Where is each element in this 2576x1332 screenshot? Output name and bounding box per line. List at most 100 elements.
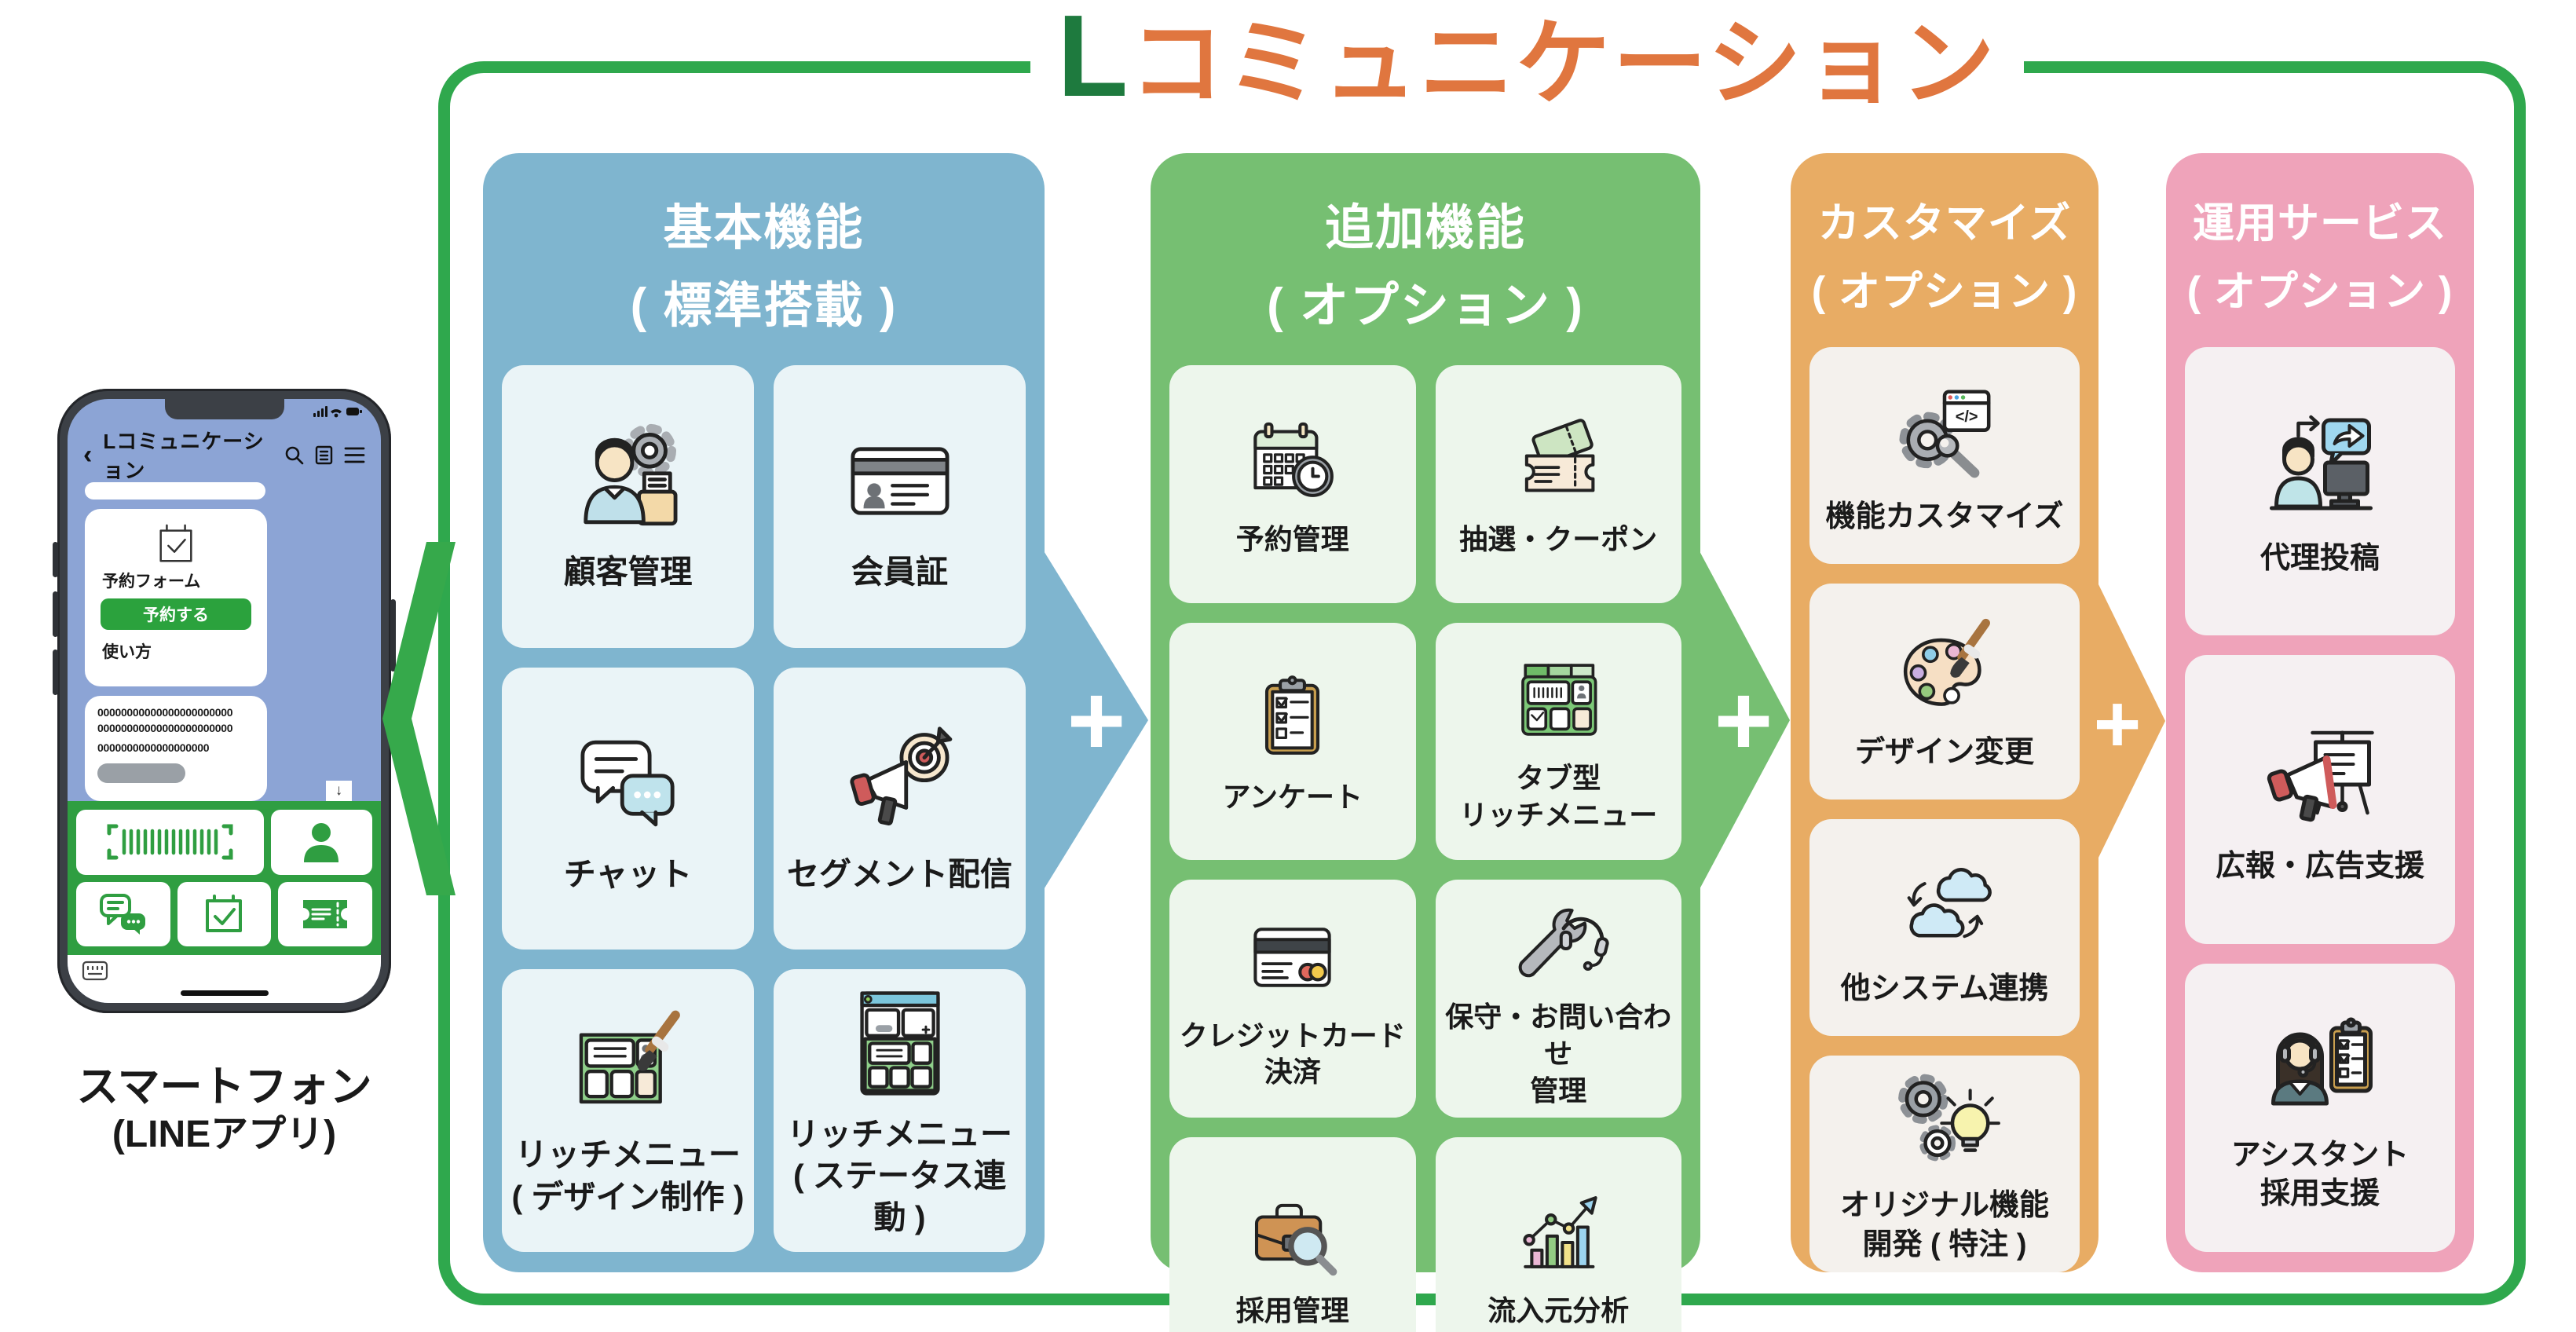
membership-card-icon xyxy=(837,420,963,542)
phone-caption: スマートフォン (LINEアプリ) xyxy=(30,1062,419,1156)
analytics-icon xyxy=(1506,1181,1612,1283)
ticket-icon xyxy=(303,899,348,928)
cell-label: リッチメニュー ( ステータス連動 ) xyxy=(787,1115,1012,1236)
caption-line2: (LINEアプリ) xyxy=(112,1113,337,1155)
message-text-2: 0000000000000000000 xyxy=(97,741,210,755)
cell-label: チャット xyxy=(563,855,693,892)
cell-label: 保守・お問い合わせ 管理 xyxy=(1445,1001,1672,1107)
feature-cell-membership-card: 会員証 xyxy=(774,365,1026,648)
survey-icon xyxy=(1239,668,1345,770)
home-indicator[interactable] xyxy=(180,990,269,996)
form-title: 予約フォーム xyxy=(102,573,201,591)
phone-notch xyxy=(164,399,284,419)
cell-label: 予約管理 xyxy=(1235,523,1349,556)
reservation-icon xyxy=(1239,410,1345,512)
rich-menu-cell-member[interactable] xyxy=(270,810,372,875)
feature-cell-system-integration: 他システム連携 xyxy=(1809,819,2080,1037)
menu-icon[interactable] xyxy=(344,446,365,464)
signal-wifi-battery-icon xyxy=(313,406,362,418)
cell-label: タブ型 リッチメニュー xyxy=(1459,762,1658,831)
feature-cell-function-customize: </> 機能カスタマイズ xyxy=(1809,346,2080,564)
proxy-posting-icon xyxy=(2256,404,2385,530)
feature-cell-pr-advertising: 広報・広告支援 xyxy=(2185,655,2455,944)
feature-cell-coupon: 抽選・クーポン xyxy=(1435,365,1681,603)
customer-management-icon xyxy=(565,420,691,542)
feature-cell-reservation: 予約管理 xyxy=(1169,365,1416,603)
feature-cell-customer-management: 顧客管理 xyxy=(502,365,754,648)
column-operation-title: 運用サービス ( オプション ) xyxy=(2186,200,2453,316)
design-change-icon xyxy=(1886,610,2003,724)
document-icon[interactable] xyxy=(315,445,333,465)
cell-label: オリジナル機能 開発 ( 特注 ) xyxy=(1839,1189,2049,1261)
chat-header-icons xyxy=(284,445,365,465)
feature-cell-rich-menu-design: リッチメニュー ( デザイン制作 ) xyxy=(502,969,754,1252)
feature-cell-analytics: 流入元分析 xyxy=(1435,1136,1681,1332)
plus-sign: + xyxy=(2093,679,2142,770)
page-title: Lコミュニケーション xyxy=(1030,0,2025,148)
chat-header: ‹ Lコミュニケーション xyxy=(68,430,381,482)
cell-label: 代理投稿 xyxy=(2259,541,2380,575)
arrow-left-chevron-icon xyxy=(382,542,456,895)
original-development-icon xyxy=(1886,1063,2003,1177)
message-placeholder-pill xyxy=(97,763,185,783)
cell-label: 採用管理 xyxy=(1235,1294,1349,1327)
cell-label: リッチメニュー ( デザイン制作 ) xyxy=(511,1136,745,1215)
usage-link[interactable]: 使い方 xyxy=(102,643,152,661)
function-customize-icon: </> xyxy=(1886,375,2003,489)
phone-side-button xyxy=(390,599,396,671)
cell-label: デザイン変更 xyxy=(1854,736,2034,770)
back-icon[interactable]: ‹ xyxy=(83,440,93,470)
feature-cell-tab-rich-menu: タブ型 リッチメニュー xyxy=(1435,622,1681,861)
message-card: 00000000000000000000000 0000000000000000… xyxy=(85,696,267,801)
feature-cell-rich-menu-status: リッチメニュー ( ステータス連動 ) xyxy=(774,969,1026,1252)
phone-screen: ‹ Lコミュニケーション xyxy=(68,399,381,1003)
column-customize: カスタマイズ ( オプション ) </> 機能カスタマイズ xyxy=(1791,153,2098,1272)
coupon-icon xyxy=(1506,410,1612,512)
scroll-down-button[interactable]: ↓ xyxy=(326,781,352,801)
status-icons xyxy=(313,405,362,422)
cell-label: セグメント配信 xyxy=(787,855,1012,892)
column-operation-services: 運用サービス ( オプション ) xyxy=(2166,153,2474,1272)
rich-menu-cell-coupon[interactable] xyxy=(278,881,372,946)
calendar-check-outline-icon xyxy=(159,524,192,562)
cell-label: 顧客管理 xyxy=(563,553,693,590)
column-basic-features: 基本機能 ( 標準搭載 ) 顧客管理 xyxy=(483,153,1045,1272)
rich-menu-status-icon xyxy=(837,983,963,1104)
message-text: 00000000000000000000000 0000000000000000… xyxy=(97,706,233,734)
feature-cell-credit-card: クレジットカード 決済 xyxy=(1169,880,1416,1118)
cell-label: クレジットカード 決済 xyxy=(1179,1019,1406,1089)
feature-cell-chat: チャット xyxy=(502,667,754,950)
column-additional-features: 追加機能 ( オプション ) 予約管理 xyxy=(1151,153,1700,1332)
chat-icon xyxy=(565,723,691,844)
chat-title: Lコミュニケーション xyxy=(103,430,265,482)
search-icon[interactable] xyxy=(284,445,304,465)
connector-triangle-addon xyxy=(1699,550,1790,891)
phone-side-button xyxy=(53,542,58,577)
cell-label: 機能カスタマイズ xyxy=(1825,500,2064,533)
plus-sign: + xyxy=(1714,664,1773,777)
calendar-check-icon xyxy=(206,894,243,932)
connector-triangle-basic xyxy=(1043,550,1148,891)
connector-triangle-customize xyxy=(2097,581,2165,861)
cell-label: 抽選・クーポン xyxy=(1459,523,1658,556)
rich-menu-cell-barcode[interactable] xyxy=(76,810,264,875)
reserve-button[interactable]: 予約する xyxy=(101,598,251,630)
cell-label: アシスタント 採用支援 xyxy=(2230,1138,2410,1211)
rich-menu-cell-reserve[interactable] xyxy=(177,881,272,946)
smartphone-mockup: ‹ Lコミュニケーション xyxy=(53,389,396,1013)
caption-line1: スマートフォン xyxy=(76,1063,372,1111)
previous-message-bubble xyxy=(85,482,265,500)
cell-label: 広報・広告支援 xyxy=(2215,850,2424,884)
person-icon xyxy=(304,823,339,863)
cell-label: 他システム連携 xyxy=(1840,972,2049,1006)
recruitment-icon xyxy=(1239,1181,1345,1283)
rich-menu-cell-chat[interactable] xyxy=(76,881,170,946)
column-customize-title: カスタマイズ ( オプション ) xyxy=(1811,200,2078,316)
feature-cell-original-development: オリジナル機能 開発 ( 特注 ) xyxy=(1809,1056,2080,1272)
segment-broadcast-icon xyxy=(837,723,963,844)
phone-side-button xyxy=(53,650,58,695)
cell-label: 流入元分析 xyxy=(1487,1294,1630,1327)
tab-rich-menu-icon xyxy=(1506,649,1612,751)
keyboard-icon[interactable] xyxy=(82,961,108,981)
